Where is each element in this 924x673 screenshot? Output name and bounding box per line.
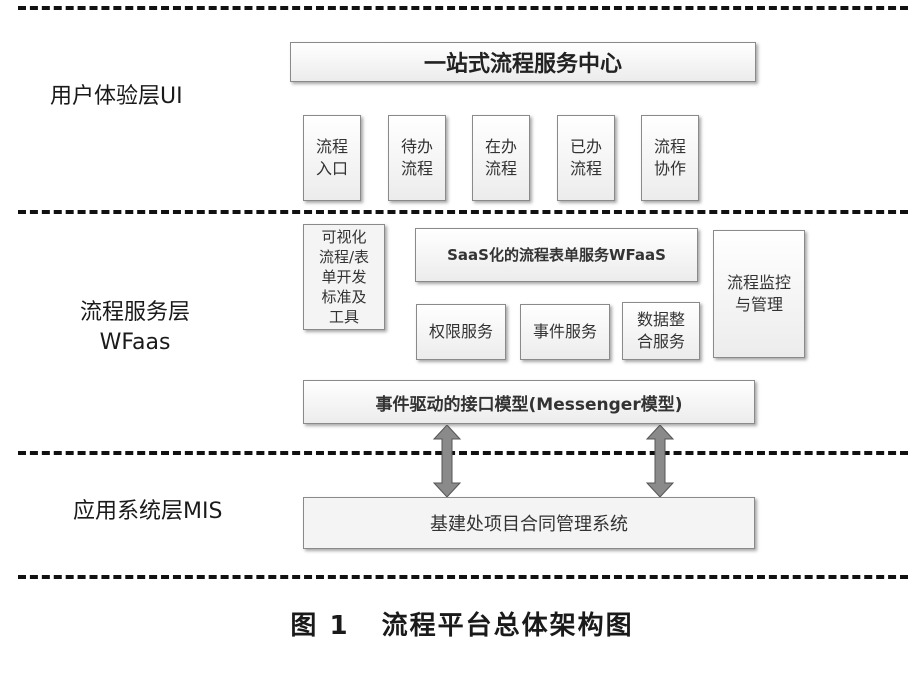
layer-label-service: 流程服务层 WFaas	[55, 298, 215, 358]
ui-item-label-line1: 待办	[400, 137, 433, 156]
ui-item-label-line1: 在办	[484, 137, 517, 156]
ui-item-label-line2: 协作	[653, 159, 686, 178]
double-arrow-left-icon	[432, 425, 462, 497]
ui-item-done[interactable]: 已办 流程	[557, 115, 615, 201]
visual-dev-tool-box: 可视化 流程/表 单开发 标准及 工具	[303, 224, 385, 330]
ui-item-label-line2: 入口	[315, 159, 348, 178]
visual-tool-line: 工具	[328, 308, 359, 326]
visual-tool-line: 可视化	[321, 228, 367, 246]
separator-service-app	[18, 451, 908, 455]
monitor-line: 流程监控	[726, 273, 791, 292]
separator-top	[18, 6, 908, 10]
separator-ui-service	[18, 210, 908, 214]
ui-item-in-progress[interactable]: 在办 流程	[472, 115, 530, 201]
layer-label-ui: 用户体验层UI	[50, 84, 183, 109]
ui-item-label-line1: 流程	[315, 137, 348, 156]
data-integration-line: 数据整	[636, 310, 685, 329]
ui-item-label-line2: 流程	[400, 159, 433, 178]
double-arrow-right-icon	[645, 425, 675, 497]
layer-label-service-line1: 流程服务层	[79, 300, 190, 325]
ui-item-label-line2: 流程	[484, 159, 517, 178]
contract-management-system-box: 基建处项目合同管理系统	[303, 497, 755, 549]
ui-item-todo[interactable]: 待办 流程	[388, 115, 446, 201]
monitor-management-box: 流程监控 与管理	[713, 230, 805, 358]
messenger-model-box: 事件驱动的接口模型(Messenger模型)	[303, 380, 755, 424]
data-integration-line: 合服务	[636, 332, 685, 351]
data-integration-service-box: 数据整 合服务	[622, 302, 700, 360]
monitor-line: 与管理	[734, 295, 783, 314]
visual-tool-line: 单开发	[321, 268, 367, 286]
saas-form-service-box: SaaS化的流程表单服务WFaaS	[415, 228, 698, 282]
permission-service-box: 权限服务	[416, 304, 506, 360]
layer-label-app: 应用系统层MIS	[73, 499, 223, 524]
separator-bottom	[18, 575, 908, 579]
figure-number: 图 1	[290, 611, 350, 641]
layer-label-service-line2: WFaas	[99, 330, 171, 355]
ui-item-label-line1: 流程	[653, 137, 686, 156]
ui-item-label-line2: 流程	[569, 159, 602, 178]
event-service-box: 事件服务	[520, 304, 610, 360]
service-center-header: 一站式流程服务中心	[290, 42, 756, 82]
ui-item-entry[interactable]: 流程 入口	[303, 115, 361, 201]
figure-caption: 图 1 流程平台总体架构图	[0, 605, 924, 642]
figure-title: 流程平台总体架构图	[381, 611, 634, 641]
visual-tool-line: 流程/表	[318, 248, 370, 266]
visual-tool-line: 标准及	[321, 288, 367, 306]
ui-item-collab[interactable]: 流程 协作	[641, 115, 699, 201]
ui-item-label-line1: 已办	[569, 137, 602, 156]
